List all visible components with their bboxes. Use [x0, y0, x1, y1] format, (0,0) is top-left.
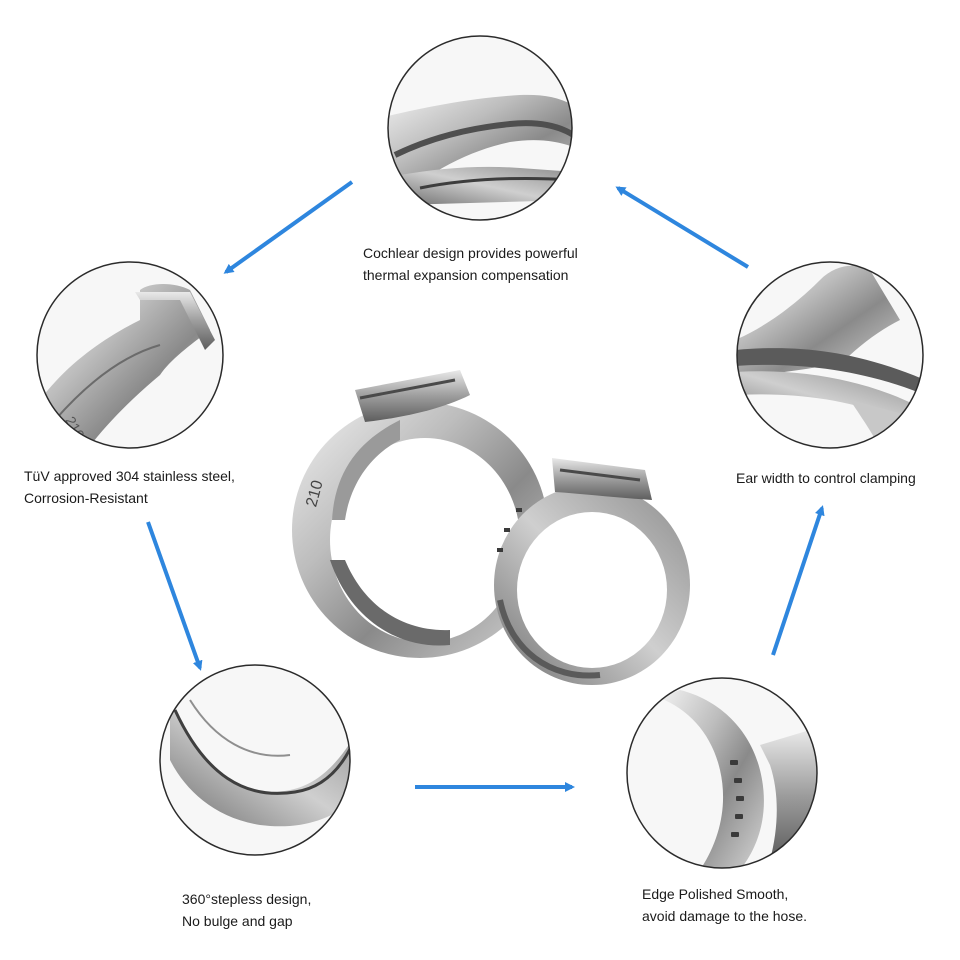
caption-line: Edge Polished Smooth,: [642, 886, 789, 902]
caption-stepless: 360°stepless design, No bulge and gap: [182, 888, 311, 932]
caption-cochlear: Cochlear design provides powerful therma…: [363, 242, 578, 286]
detail-circle-steel: 210: [36, 261, 224, 449]
caption-edge: Edge Polished Smooth, avoid damage to th…: [642, 883, 807, 927]
detail-circle-stepless: [159, 664, 351, 856]
caption-line: 360°stepless design,: [182, 891, 312, 907]
detail-circle-edge: [626, 677, 818, 869]
arrows: [146, 180, 825, 792]
band-marking: 210: [303, 478, 326, 508]
ear-clamp-small: [494, 458, 690, 685]
caption-steel: TüV approved 304 stainless steel, Corros…: [24, 465, 235, 509]
caption-line: thermal expansion compensation: [363, 267, 569, 283]
ear-clamp-large: 210: [292, 370, 548, 658]
arrow-right-to-top: [615, 186, 750, 269]
arrow-top-to-left: [223, 180, 354, 274]
caption-ear: Ear width to control clamping: [736, 467, 916, 489]
arrow-left-to-bottomleft: [146, 521, 203, 671]
caption-line: Ear width to control clamping: [736, 470, 916, 486]
caption-line: Corrosion-Resistant: [24, 490, 148, 506]
detail-circle-cochlear: [387, 35, 573, 221]
arrow-bottomright-to-right: [771, 505, 825, 656]
caption-line: TüV approved 304 stainless steel,: [24, 468, 235, 484]
caption-line: No bulge and gap: [182, 913, 293, 929]
caption-line: avoid damage to the hose.: [642, 908, 808, 924]
caption-line: Cochlear design provides powerful: [363, 245, 578, 261]
detail-circle-ear: [736, 261, 924, 449]
